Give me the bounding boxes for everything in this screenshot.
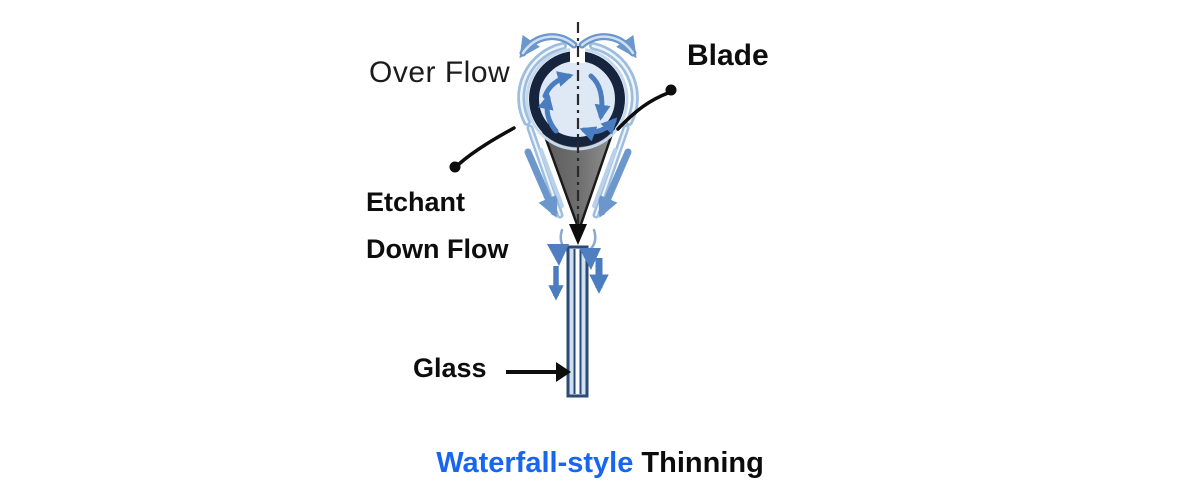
leader-lines	[449, 84, 677, 173]
liquid-film	[517, 42, 639, 219]
etchant-leader-line	[457, 126, 516, 166]
glass-strip	[566, 245, 589, 398]
overflow-arrow-right-highlight	[580, 35, 635, 55]
caption: Waterfall-style Thinning	[0, 447, 1200, 480]
cone-film-arrow-left-icon	[524, 148, 558, 218]
circulation-arrow-left-icon	[537, 93, 559, 134]
film-arc-left-inner	[519, 44, 565, 124]
label-blade: Blade	[687, 39, 769, 72]
label-down-flow: Down Flow	[366, 234, 509, 264]
label-etchant: Etchant	[366, 187, 466, 217]
glass-pointer-arrow-icon	[556, 362, 571, 382]
caption-highlight: Waterfall-style	[436, 447, 634, 479]
label-glass: Glass	[413, 353, 487, 383]
overflow-arrow-left-highlight	[521, 35, 576, 55]
circulation-arrows	[537, 71, 618, 142]
circulation-arrow-right-icon	[588, 73, 611, 121]
centerline-tip-arrow-icon	[569, 224, 587, 245]
circulation-arrow-double-icon	[579, 117, 618, 142]
film-arc-right-inner	[591, 44, 637, 124]
cone-film-arrows	[524, 148, 632, 218]
overflow-arrows	[519, 33, 637, 59]
centerline	[569, 22, 587, 245]
caption-rest: Thinning	[641, 447, 764, 479]
glass-flow-arrows	[547, 244, 609, 301]
glass-down-arrow-topleft-icon	[547, 244, 569, 266]
blade-leader-line	[616, 91, 670, 131]
label-over-flow: Over Flow	[369, 56, 511, 89]
cone-film-streak-left	[539, 148, 564, 208]
cone-film-streak-right	[592, 148, 617, 208]
glass-down-arrow-topright-icon	[579, 248, 601, 270]
cone-film-arrow-right-icon	[598, 148, 632, 218]
glass-pointer-arrow	[506, 362, 571, 382]
glass-center-stripe	[574, 249, 581, 394]
